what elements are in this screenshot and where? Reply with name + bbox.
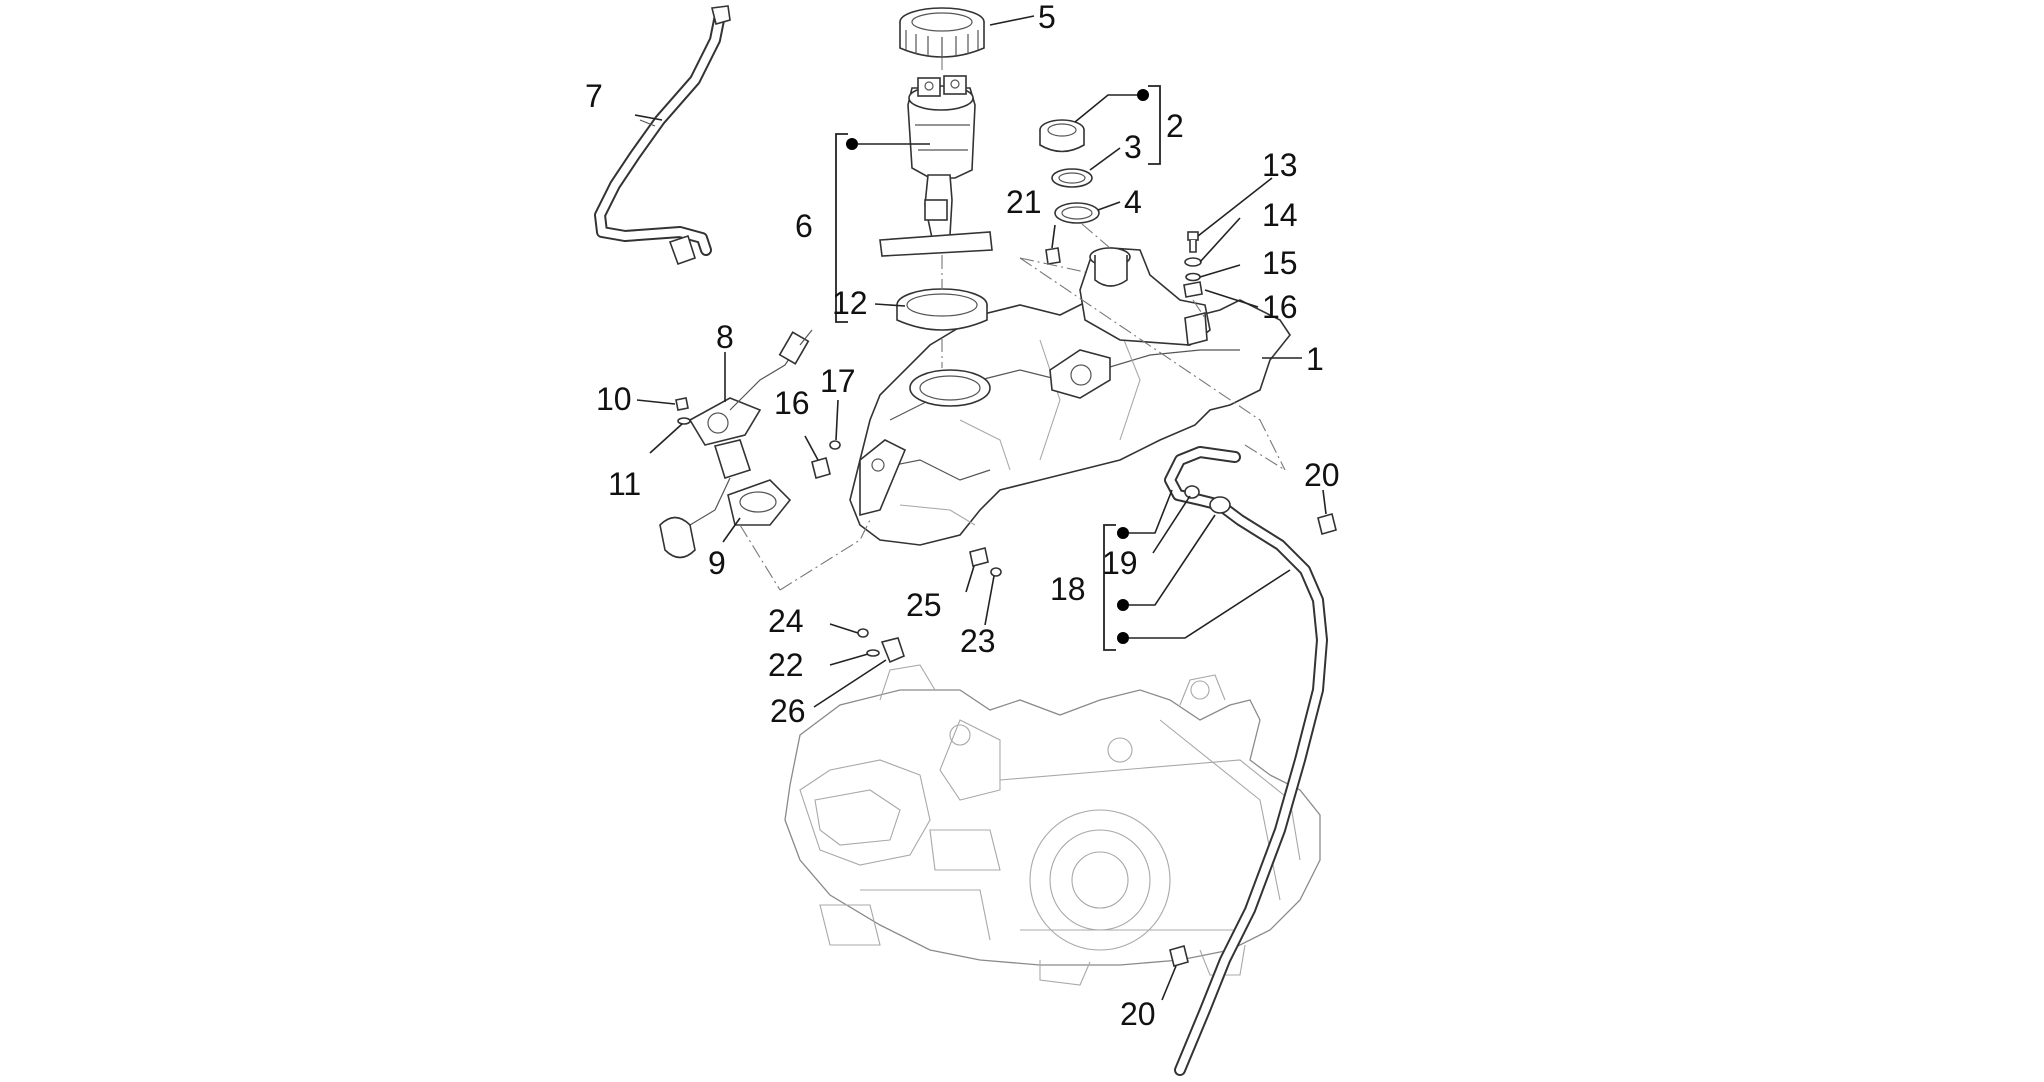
callout-24: 24 (768, 603, 804, 639)
callout-23: 23 (960, 623, 996, 659)
callout-3: 3 (1124, 129, 1142, 165)
callout-17: 17 (820, 363, 856, 399)
spacer-17 (829, 440, 841, 450)
callout-8: 8 (716, 319, 734, 355)
callout-26: 26 (770, 693, 806, 729)
callout-labels: 1 2 3 4 5 6 7 8 9 10 11 12 13 14 15 16 1… (585, 0, 1340, 1032)
breather-hose-18 (1164, 446, 1328, 1076)
filler-ring (1054, 202, 1100, 224)
washer-22 (866, 649, 880, 657)
callout-13: 13 (1262, 147, 1298, 183)
nut-10 (675, 397, 689, 411)
clip-nut-16-right (1183, 281, 1203, 298)
callout-10: 10 (596, 381, 632, 417)
callout-4: 4 (1124, 184, 1142, 220)
callout-9: 9 (708, 545, 726, 581)
bracket-2 (1074, 85, 1161, 165)
pump-gasket (896, 288, 988, 331)
assembly-axis-lines (739, 58, 1286, 591)
callout-19: 19 (1102, 545, 1138, 581)
bracket-18 (1103, 489, 1291, 651)
leader-lines (634, 15, 1327, 1001)
bracket-26 (880, 637, 905, 664)
callout-5: 5 (1038, 0, 1056, 35)
callout-14: 14 (1262, 197, 1298, 233)
callout-25: 25 (906, 587, 942, 623)
callout-20-lower: 20 (1120, 996, 1156, 1032)
screw-24 (857, 628, 869, 638)
callout-22: 22 (768, 647, 804, 683)
sender-gasket (727, 479, 792, 526)
callout-20-upper: 20 (1304, 457, 1340, 493)
engine-assembly (784, 664, 1321, 986)
fuel-tank (849, 247, 1291, 546)
bracket-6 (835, 133, 930, 323)
fuel-pump (879, 75, 993, 257)
screw-13 (1187, 231, 1199, 253)
clip-nut-16-left (811, 457, 831, 479)
fuel-level-sender (659, 329, 813, 559)
callout-18: 18 (1050, 571, 1086, 607)
clip-20-upper (1317, 513, 1337, 535)
washer-14 (1184, 257, 1202, 267)
nut-21 (1045, 247, 1061, 265)
spacer-25 (969, 547, 989, 567)
callout-6: 6 (795, 208, 813, 244)
callout-12: 12 (832, 285, 868, 321)
washer-15 (1185, 272, 1201, 282)
fuel-cap (1039, 119, 1085, 153)
callout-2: 2 (1166, 108, 1184, 144)
washer-11 (677, 417, 691, 425)
cap-seal-ring (1051, 168, 1093, 188)
callout-1: 1 (1306, 341, 1324, 377)
clip-20-lower (1169, 945, 1189, 967)
callout-7: 7 (585, 78, 603, 114)
vent-hose-7 (594, 5, 731, 266)
callout-21: 21 (1006, 184, 1042, 220)
callout-16-left: 16 (774, 385, 810, 421)
screw-23 (990, 567, 1002, 577)
callout-11: 11 (608, 466, 641, 502)
callout-16-right: 16 (1262, 289, 1298, 325)
callout-15: 15 (1262, 245, 1298, 281)
pump-lock-ring (899, 7, 985, 58)
